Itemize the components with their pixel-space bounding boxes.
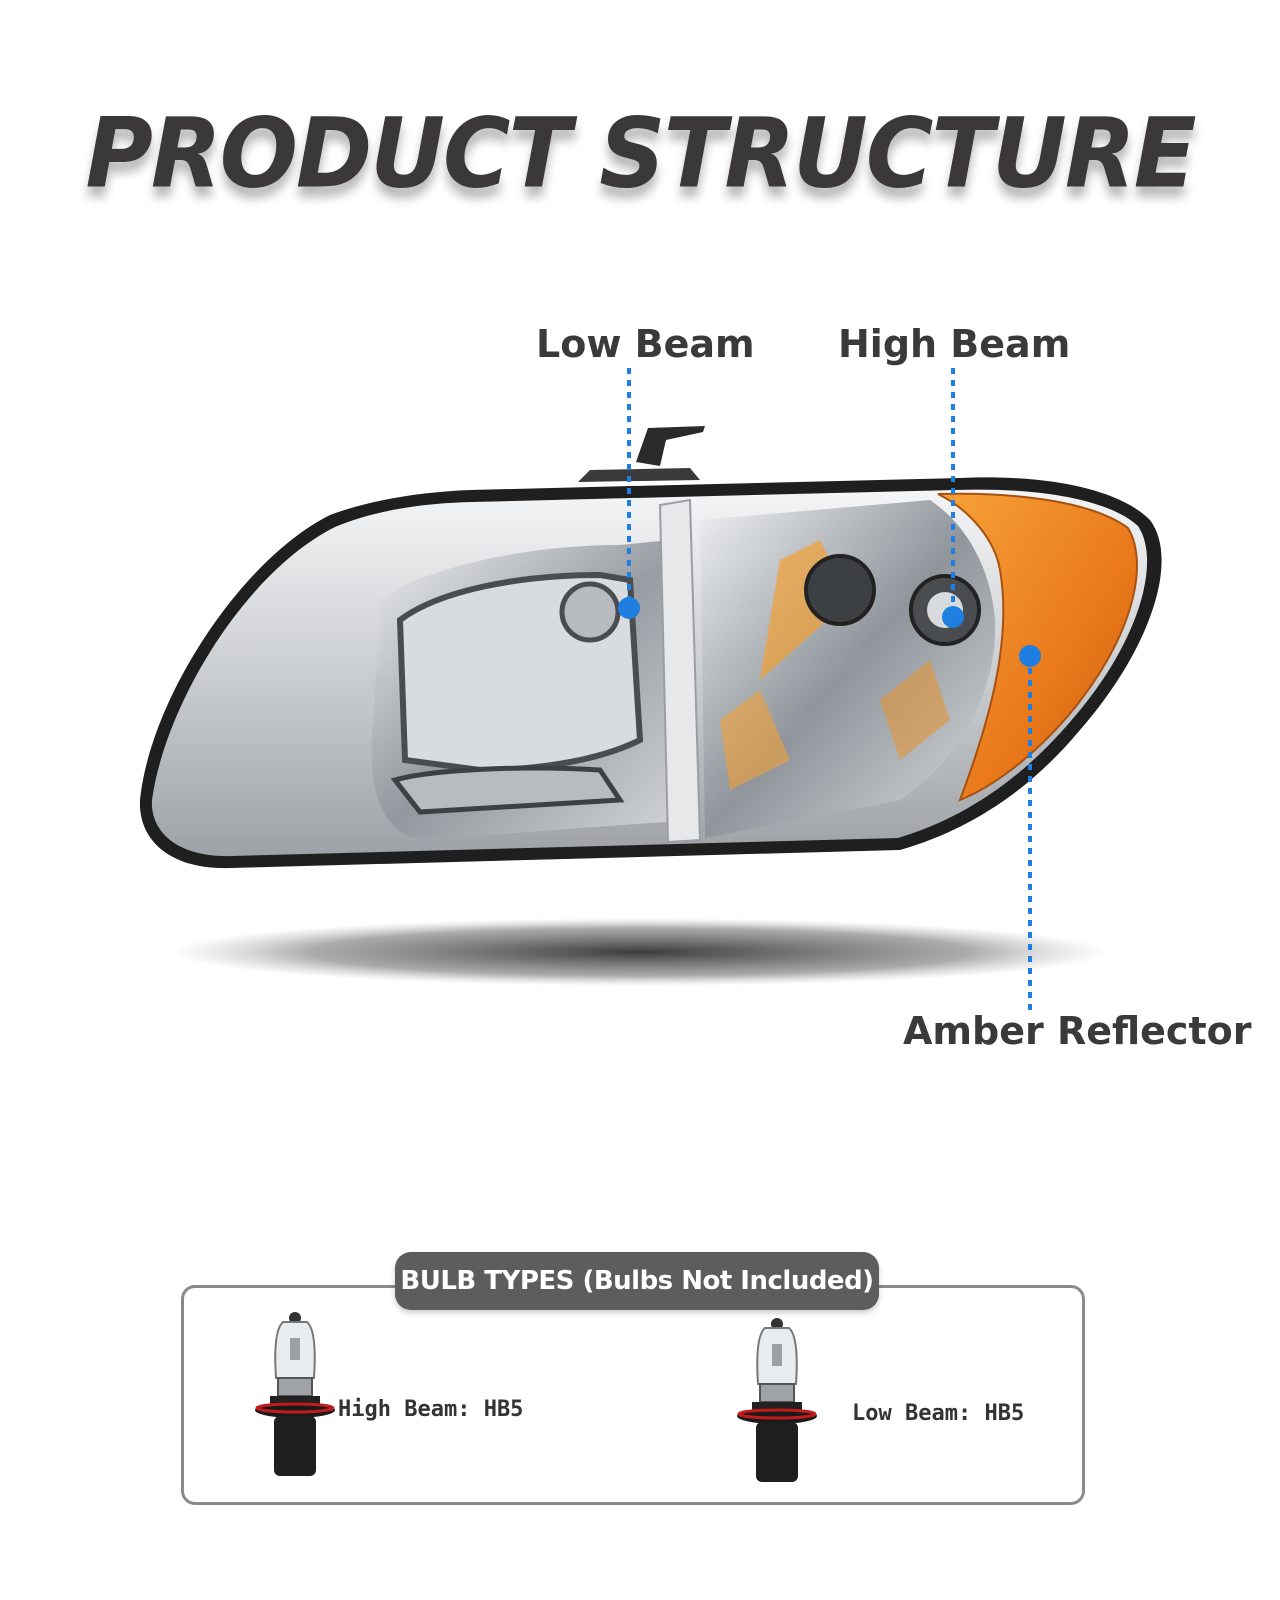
bulb-types-header: BULB TYPES (Bulbs Not Included)	[395, 1252, 879, 1310]
high-beam-bulb-label: High Beam: HB5	[338, 1397, 524, 1422]
bulb-types-panel	[181, 1285, 1085, 1505]
page-title: PRODUCT STRUCTURE	[85, 97, 1196, 210]
low-beam-bulb-socket	[559, 581, 621, 643]
hb5-bulb-icon	[737, 1318, 817, 1482]
high-beam-callout-dot	[942, 606, 964, 628]
divider-blade	[658, 498, 702, 844]
amber-reflector-lens	[937, 492, 1138, 802]
low-beam-callout-dot	[618, 597, 640, 619]
low-beam-label: Low Beam	[536, 322, 755, 366]
amber-reflector-label: Amber Reflector	[903, 1009, 1252, 1053]
low-beam-bulb-label: Low Beam: HB5	[852, 1401, 1025, 1426]
amber-callout-dot	[1019, 645, 1041, 667]
mounting-tab	[636, 426, 705, 466]
high-beam-label: High Beam	[838, 322, 1071, 366]
hb5-bulb-icon	[255, 1312, 335, 1476]
drop-shadow	[170, 918, 1110, 986]
